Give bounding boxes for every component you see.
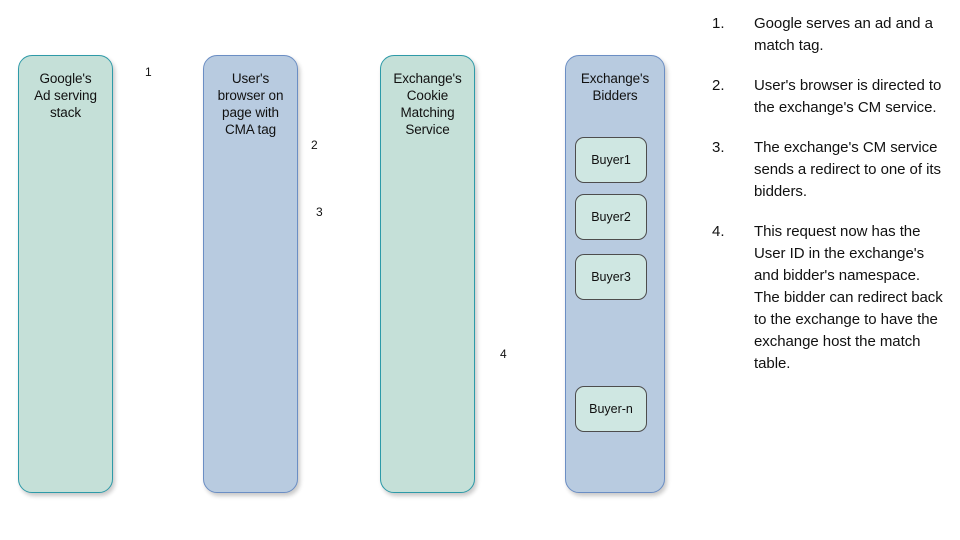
arrow-label-2: 2 [311, 138, 318, 152]
step-text: Google serves an ad and a match tag. [754, 15, 933, 54]
buyer-label: Buyer3 [591, 269, 631, 284]
step-text: User's browser is directed to the exchan… [754, 77, 942, 116]
list-item: 3. The exchange's CM service sends a red… [712, 137, 948, 203]
buyer-label: Buyer2 [591, 209, 631, 224]
arrow-label-1: 1 [145, 65, 152, 79]
step-number: 4. [712, 223, 725, 240]
list-item: 1. Google serves an ad and a match tag. [712, 13, 948, 57]
buyer-chip[interactable]: Buyer1 [575, 137, 647, 183]
list-item: 2. User's browser is directed to the exc… [712, 75, 948, 119]
step-text: The exchange's CM service sends a redire… [754, 139, 941, 200]
list-item: 4. This request now has the User ID in t… [712, 221, 948, 375]
buyer-chip[interactable]: Buyer-n [575, 386, 647, 432]
arrow-label-4: 4 [500, 347, 507, 361]
step-number: 3. [712, 139, 725, 156]
arrow-label-3: 3 [316, 205, 323, 219]
buyer-chip[interactable]: Buyer3 [575, 254, 647, 300]
steps-list: 1. Google serves an ad and a match tag. … [712, 13, 948, 393]
step-text: This request now has the User ID in the … [754, 223, 943, 372]
step-number: 1. [712, 15, 725, 32]
buyer-label: Buyer-n [589, 401, 633, 416]
step-number: 2. [712, 77, 725, 94]
buyer-label: Buyer1 [591, 152, 631, 167]
buyer-chip[interactable]: Buyer2 [575, 194, 647, 240]
